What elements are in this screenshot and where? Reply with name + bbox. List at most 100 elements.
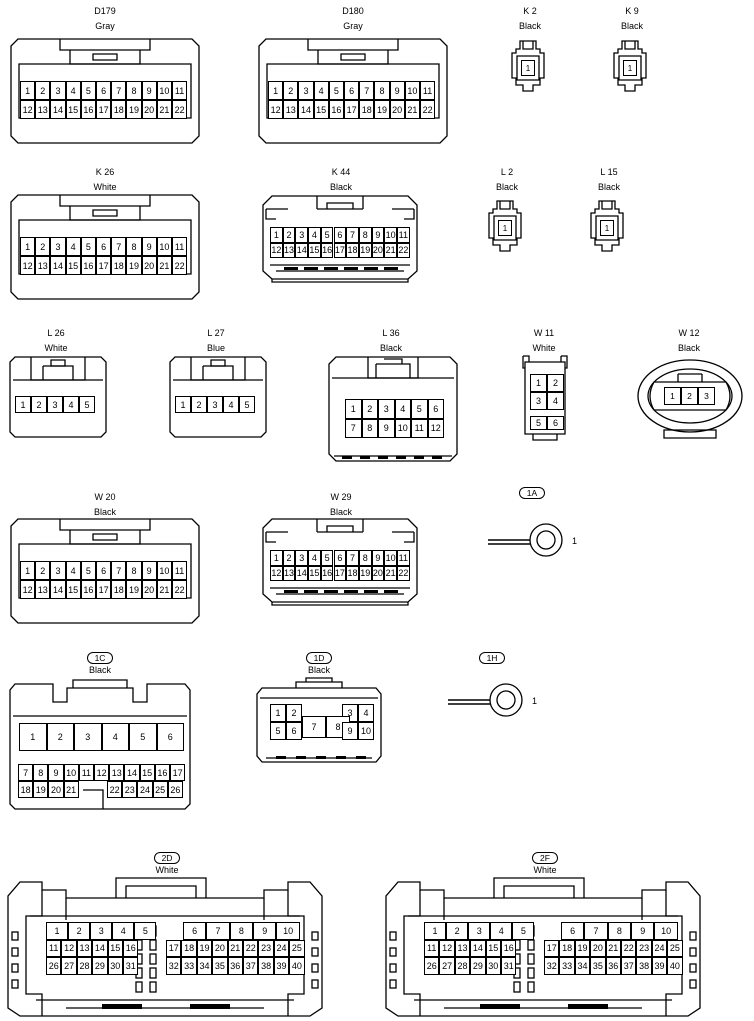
connector-w29-pin: 10 [384, 550, 397, 566]
connector-l27-name: L 27 [207, 328, 225, 338]
connector-w11-pin: 2 [547, 374, 564, 392]
connector-2d-pin: 29 [92, 957, 108, 975]
connector-2f-pin: 25 [667, 939, 683, 957]
connector-2f-pin: 40 [667, 957, 683, 975]
connector-2f-pin: 11 [424, 939, 440, 957]
connector-l26-pin: 1 [15, 396, 31, 413]
connector-w12-pin: 3 [698, 387, 715, 405]
connector-1d-pin: 9 [342, 722, 358, 740]
connector-k26-pin: 13 [35, 256, 51, 275]
connector-w11-pin: 6 [547, 416, 564, 430]
connector-w29-pin: 11 [397, 550, 410, 566]
connector-l2-label: L 2 Black [467, 167, 547, 192]
connector-1c-pin: 9 [48, 764, 64, 781]
connector-1c-pin: 4 [101, 723, 129, 751]
connector-1c-pin: 7 [18, 764, 34, 781]
connector-d180-pin: 14 [298, 100, 314, 119]
connector-k44-pin: 20 [371, 242, 385, 258]
connector-d179-pin: 16 [80, 100, 96, 119]
connector-w29-color: Black [329, 507, 352, 517]
connector-2f-pin: 1 [424, 922, 447, 940]
connector-k26-name: K 26 [95, 167, 115, 177]
connector-l36-pin: 12 [427, 418, 444, 438]
connector-1c-pin: 19 [33, 781, 49, 798]
connector-k26-pin: 11 [172, 237, 188, 256]
connector-k26-pin: 6 [96, 237, 112, 256]
connector-w20-pin: 18 [111, 580, 127, 599]
connector-k9-body [613, 40, 647, 92]
connector-2f-pin: 16 [501, 939, 517, 957]
connector-l15-body [590, 200, 624, 252]
connector-d179-pin: 21 [156, 100, 172, 119]
connector-2d-pin: 3 [90, 922, 113, 940]
connector-2f-pin: 18 [559, 939, 575, 957]
connector-w20-color: Black [93, 507, 116, 517]
connector-2f-pin: 26 [424, 957, 440, 975]
connector-d179-pin: 14 [50, 100, 66, 119]
connector-k44-pin: 22 [397, 242, 410, 258]
connector-d179-name: D179 [94, 6, 116, 16]
connector-1a-label: 1A [492, 487, 572, 499]
connector-k44-color: Black [329, 182, 352, 192]
connector-w29-pin: 13 [282, 565, 296, 581]
connector-1c-pin: 8 [33, 764, 49, 781]
connector-1h-body: 1 [448, 683, 537, 717]
connector-d180-pin: 16 [328, 100, 344, 119]
connector-2f-pin: 4 [490, 922, 513, 940]
connector-k26-pin: 8 [126, 237, 142, 256]
connector-l2-name: L 2 [500, 167, 514, 177]
connector-l36-color: Black [379, 343, 402, 353]
connector-w20-pin: 11 [172, 561, 188, 580]
connector-d179-pin: 15 [65, 100, 81, 119]
connector-w20-pin: 14 [50, 580, 66, 599]
connector-w11-pin: 5 [530, 416, 547, 430]
connector-2f-pin: 30 [485, 957, 501, 975]
connector-2d-pin: 31 [123, 957, 139, 975]
connector-2d-pin: 19 [196, 939, 213, 957]
connector-2d-pin: 2 [68, 922, 91, 940]
connector-2d-pin: 26 [46, 957, 62, 975]
connector-w29-pin: 17 [333, 565, 347, 581]
connector-d180-pin: 21 [404, 100, 420, 119]
connector-d179-pin: 17 [96, 100, 112, 119]
connector-k26-pin: 2 [35, 237, 51, 256]
connector-w20-pin: 2 [35, 561, 51, 580]
connector-l2-color: Black [495, 182, 518, 192]
connector-2d-pin: 9 [253, 922, 277, 940]
connector-k44-pin: 15 [308, 242, 321, 258]
connector-2d-pin: 16 [123, 939, 139, 957]
connector-w20-pin: 8 [126, 561, 142, 580]
connector-k2-color: Black [518, 21, 541, 31]
connector-k26-pin: 18 [111, 256, 127, 275]
connector-k44-name: K 44 [331, 167, 351, 177]
connector-d180-pin: 2 [283, 81, 299, 100]
connector-d179-pin: 13 [35, 100, 51, 119]
connector-2d-pin: 8 [229, 922, 254, 940]
connector-d180-pin: 22 [420, 100, 436, 119]
connector-w29-pin: 9 [371, 550, 385, 566]
connector-2d-pin: 39 [273, 957, 290, 975]
connector-1c-pin: 13 [109, 764, 125, 781]
connector-k44-pin: 1 [270, 227, 283, 243]
connector-2d-color: White [155, 865, 179, 875]
connector-k44-body [262, 195, 418, 283]
connector-2f-pin: 15 [485, 939, 501, 957]
connector-k2-body [511, 40, 545, 92]
connector-1c-pin: 1 [19, 723, 47, 751]
connector-d179-pin: 22 [172, 100, 188, 119]
connector-2f-pin: 6 [561, 922, 585, 940]
connector-w11-pin: 4 [547, 392, 564, 410]
connector-2d-pin: 37 [243, 957, 259, 975]
connector-k44-pin: 11 [397, 227, 410, 243]
connector-2f-pin: 33 [559, 957, 575, 975]
connector-k26-pin: 5 [80, 237, 96, 256]
connector-d180-pin: 17 [344, 100, 360, 119]
connector-2d-pin: 33 [181, 957, 197, 975]
connector-w20-pin: 22 [172, 580, 188, 599]
